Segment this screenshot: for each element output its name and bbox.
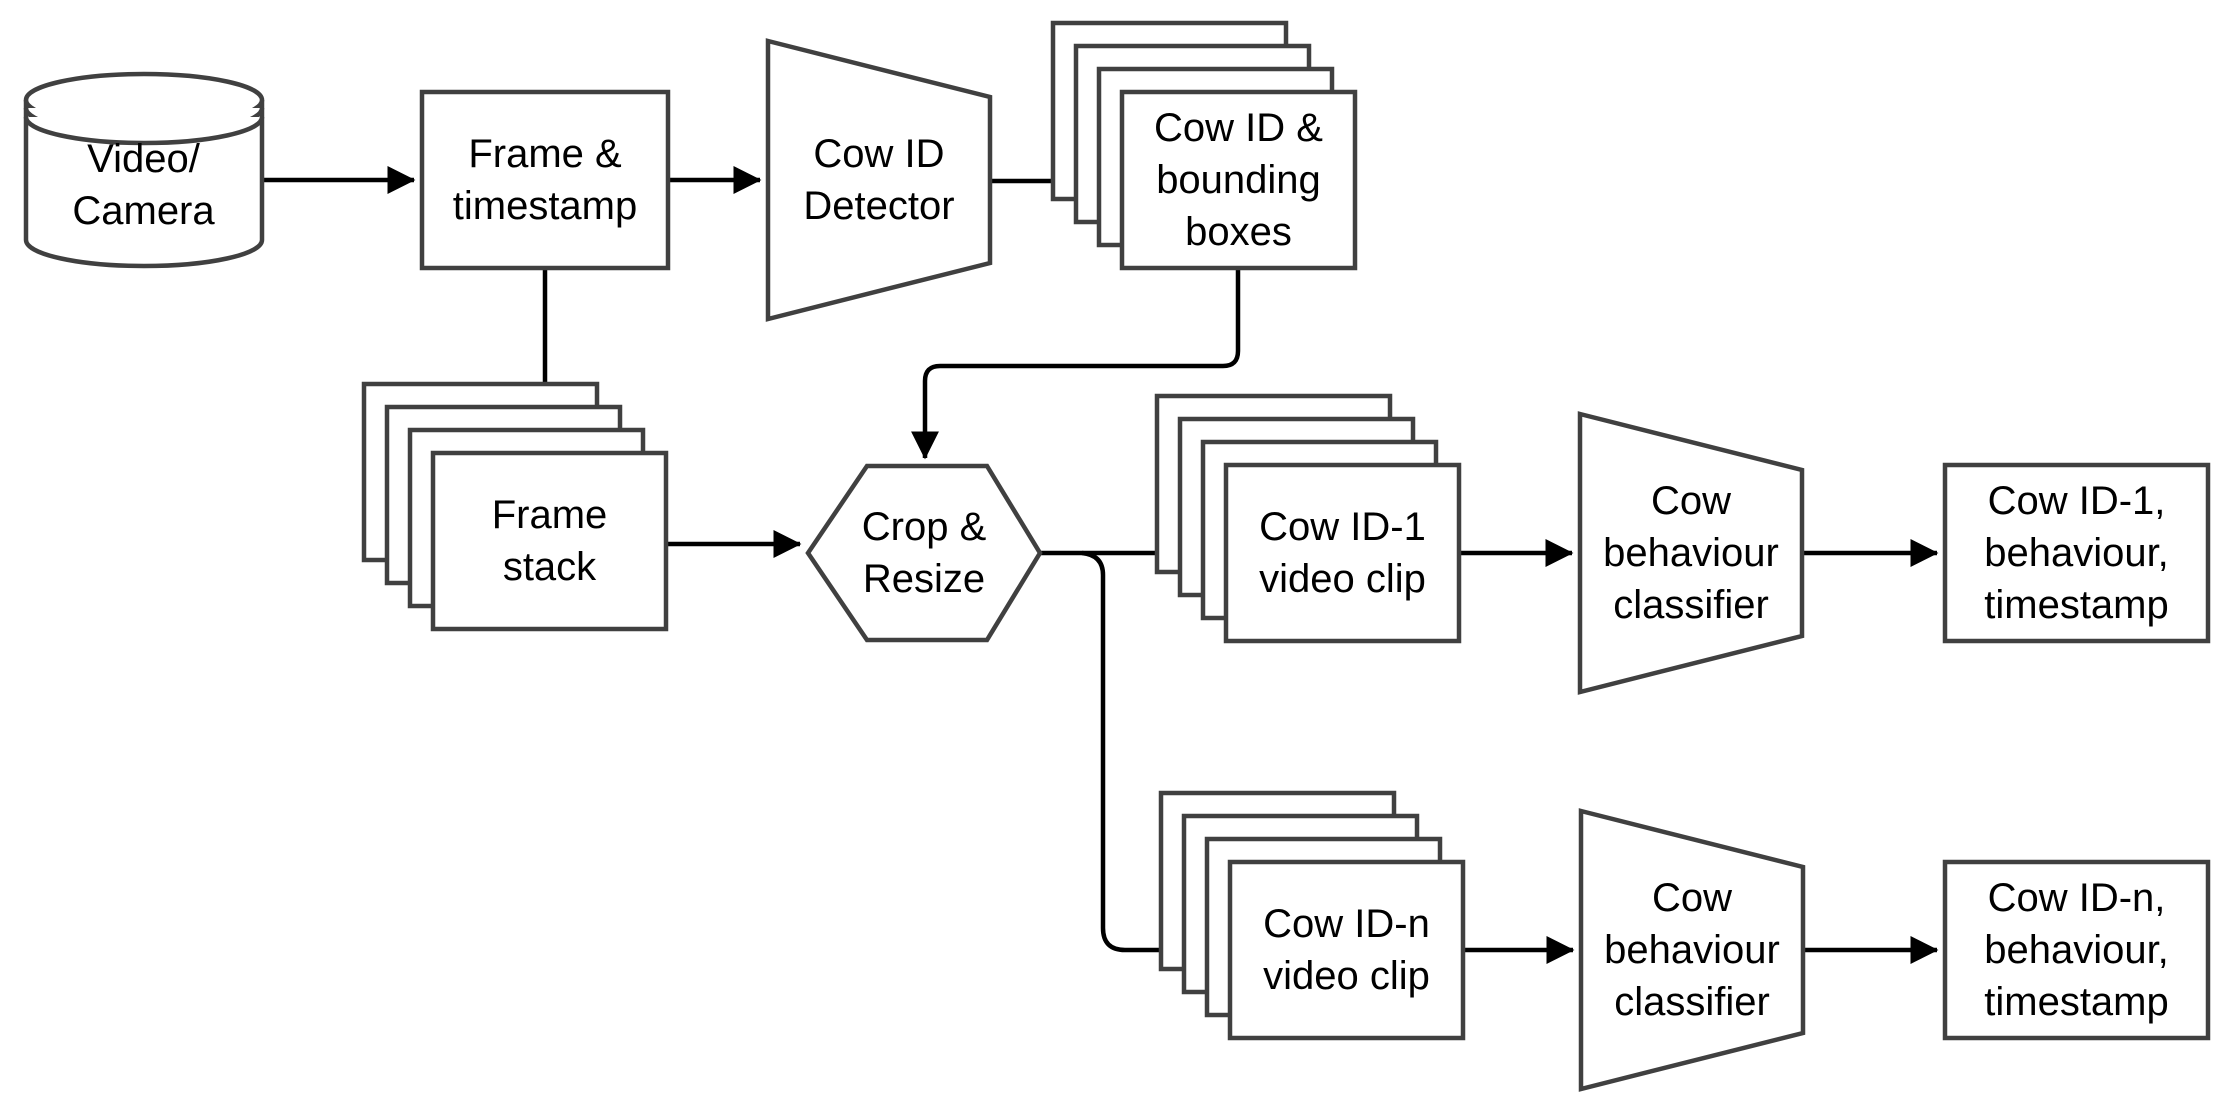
cow-idn-clip-stack — [1158, 790, 1466, 1041]
frame-timestamp-box — [419, 89, 671, 271]
frame-stack-stack — [361, 381, 669, 632]
stack-front-page — [430, 450, 669, 632]
stack-front-page — [1227, 859, 1466, 1041]
stack-front-page — [1119, 89, 1358, 271]
cow-id1-clip-stack — [1154, 393, 1462, 644]
video-camera-cylinder — [23, 71, 265, 269]
out-id1-box — [1942, 462, 2211, 644]
crop-resize-hexagon — [805, 463, 1043, 643]
out-idn-box — [1942, 859, 2211, 1041]
arrow-cropresize-to-idnclip — [1081, 550, 1224, 964]
cow-id-bounding-stack — [1050, 20, 1358, 271]
connectors — [262, 166, 1939, 964]
classifier-bottom-trapezoid — [1578, 808, 1806, 1092]
cylinder-rim-arc-2 — [23, 116, 265, 146]
stack-front-page — [1223, 462, 1462, 644]
classifier-top-trapezoid — [1577, 411, 1805, 695]
arrow-bounding-to-cropresize — [911, 268, 1241, 460]
cow-id-detector-trapezoid — [765, 38, 993, 322]
